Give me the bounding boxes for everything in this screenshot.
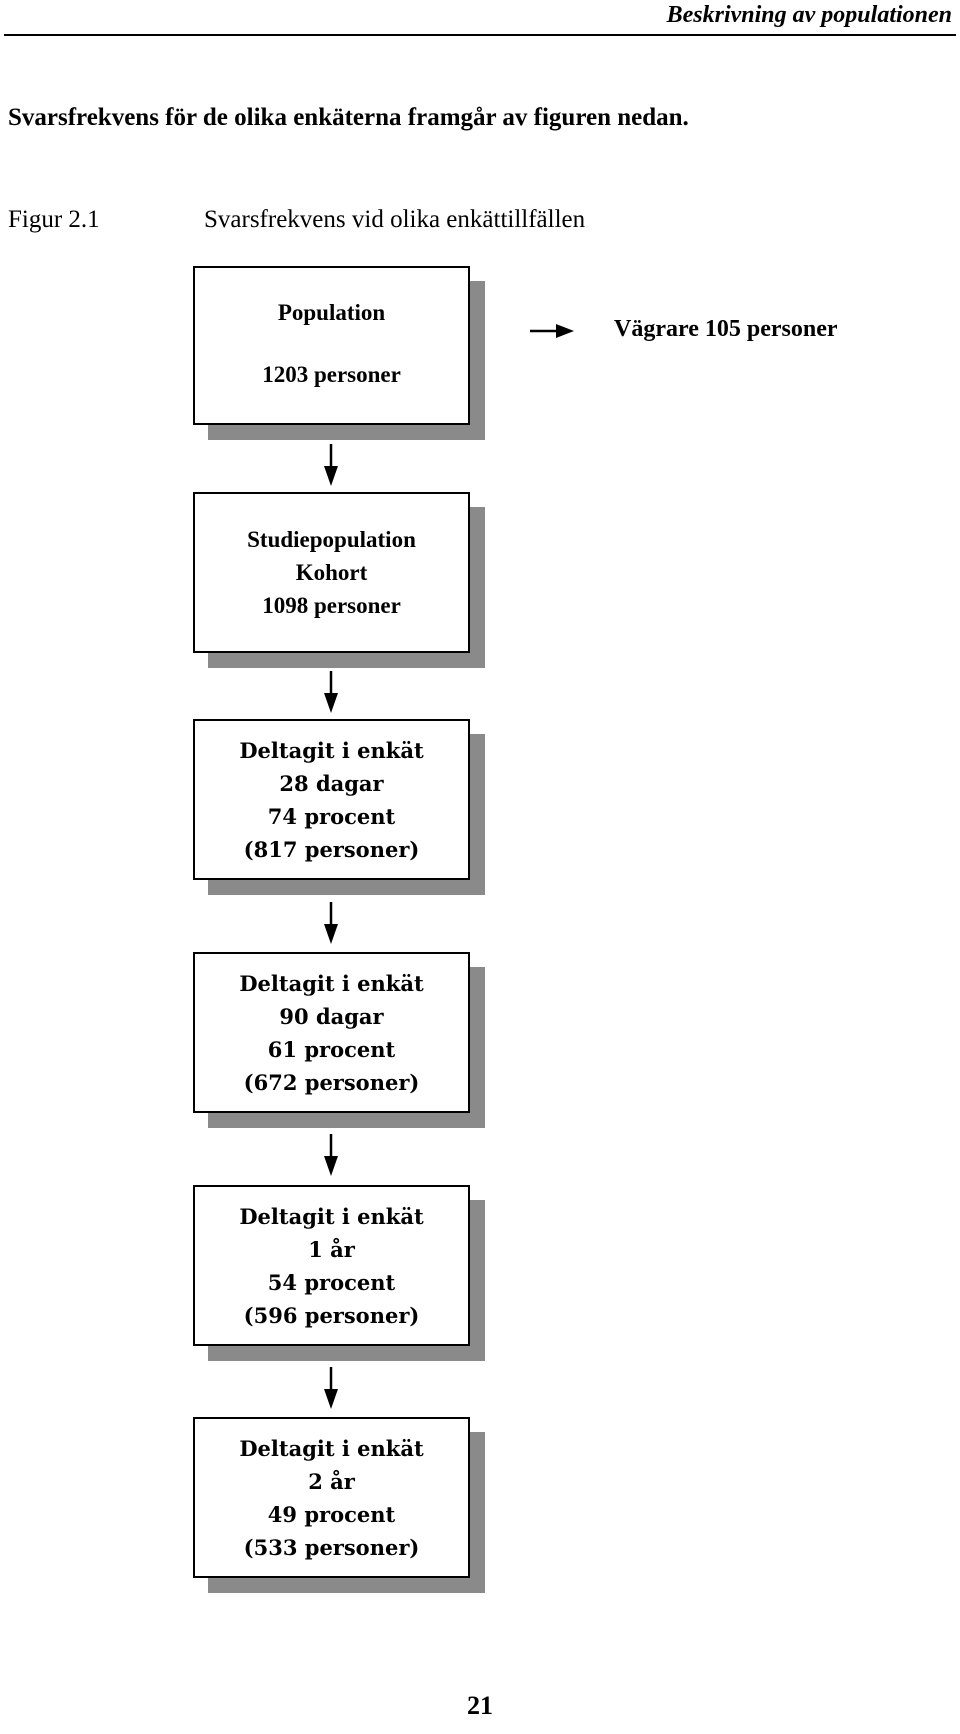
flow-box-line: 28 dagar xyxy=(279,770,384,796)
flow-box-survey-2-years: Deltagit i enkät 2 år 49 procent (533 pe… xyxy=(193,1417,470,1578)
arrow-down-icon xyxy=(324,1134,338,1176)
header-rule xyxy=(4,34,956,36)
flow-box-line: 1 år xyxy=(308,1236,355,1262)
arrow-right-icon xyxy=(530,324,574,338)
flow-box-line: Kohort xyxy=(295,560,368,585)
flow-box-line: 61 procent xyxy=(267,1036,396,1062)
refusers-note: Vägrare 105 personer xyxy=(614,316,838,342)
flow-box-survey-90-days: Deltagit i enkät 90 dagar 61 procent (67… xyxy=(193,952,470,1113)
flow-box-line: (672 personer) xyxy=(243,1069,420,1095)
running-header: Beskrivning av populationen xyxy=(666,2,952,28)
page-number-text: 21 xyxy=(467,1691,493,1720)
flow-box-survey-28-days: Deltagit i enkät 28 dagar 74 procent (81… xyxy=(193,719,470,880)
flow-box-survey-1-year: Deltagit i enkät 1 år 54 procent (596 pe… xyxy=(193,1185,470,1346)
flow-box-line: Deltagit i enkät xyxy=(239,737,424,763)
flow-box-study-population: Studiepopulation Kohort 1098 personer xyxy=(193,492,470,653)
figure-label: Figur 2.1 xyxy=(8,206,100,233)
flow-box-line: 2 år xyxy=(308,1468,355,1494)
flow-box-line: 49 procent xyxy=(267,1501,396,1527)
figure-title: Svarsfrekvens vid olika enkättillfällen xyxy=(204,206,586,233)
page-number: 21 xyxy=(0,1691,960,1721)
flow-box-line: (533 personer) xyxy=(243,1534,420,1560)
flow-box-line: 90 dagar xyxy=(279,1003,384,1029)
flow-box-line: Deltagit i enkät xyxy=(239,970,424,996)
flow-box-line: 54 procent xyxy=(267,1269,396,1295)
flow-box-line: 74 procent xyxy=(267,803,396,829)
flow-box-line: 1203 personer xyxy=(262,362,401,387)
arrow-down-icon xyxy=(324,1367,338,1409)
flow-box-population: Population 1203 personer xyxy=(193,266,470,425)
flow-box-line: 1098 personer xyxy=(262,593,401,618)
flow-box-line: (596 personer) xyxy=(243,1302,420,1328)
flow-box-line: Studiepopulation xyxy=(247,527,416,552)
arrow-down-icon xyxy=(324,902,338,944)
flow-box-line: Deltagit i enkät xyxy=(239,1203,424,1229)
flow-box-line: Population xyxy=(277,300,386,325)
flow-box-line: Deltagit i enkät xyxy=(239,1435,424,1461)
intro-sentence: Svarsfrekvens för de olika enkäterna fra… xyxy=(8,104,689,131)
flow-box-line: (817 personer) xyxy=(243,836,420,862)
arrow-down-icon xyxy=(324,444,338,486)
arrow-down-icon xyxy=(324,671,338,713)
